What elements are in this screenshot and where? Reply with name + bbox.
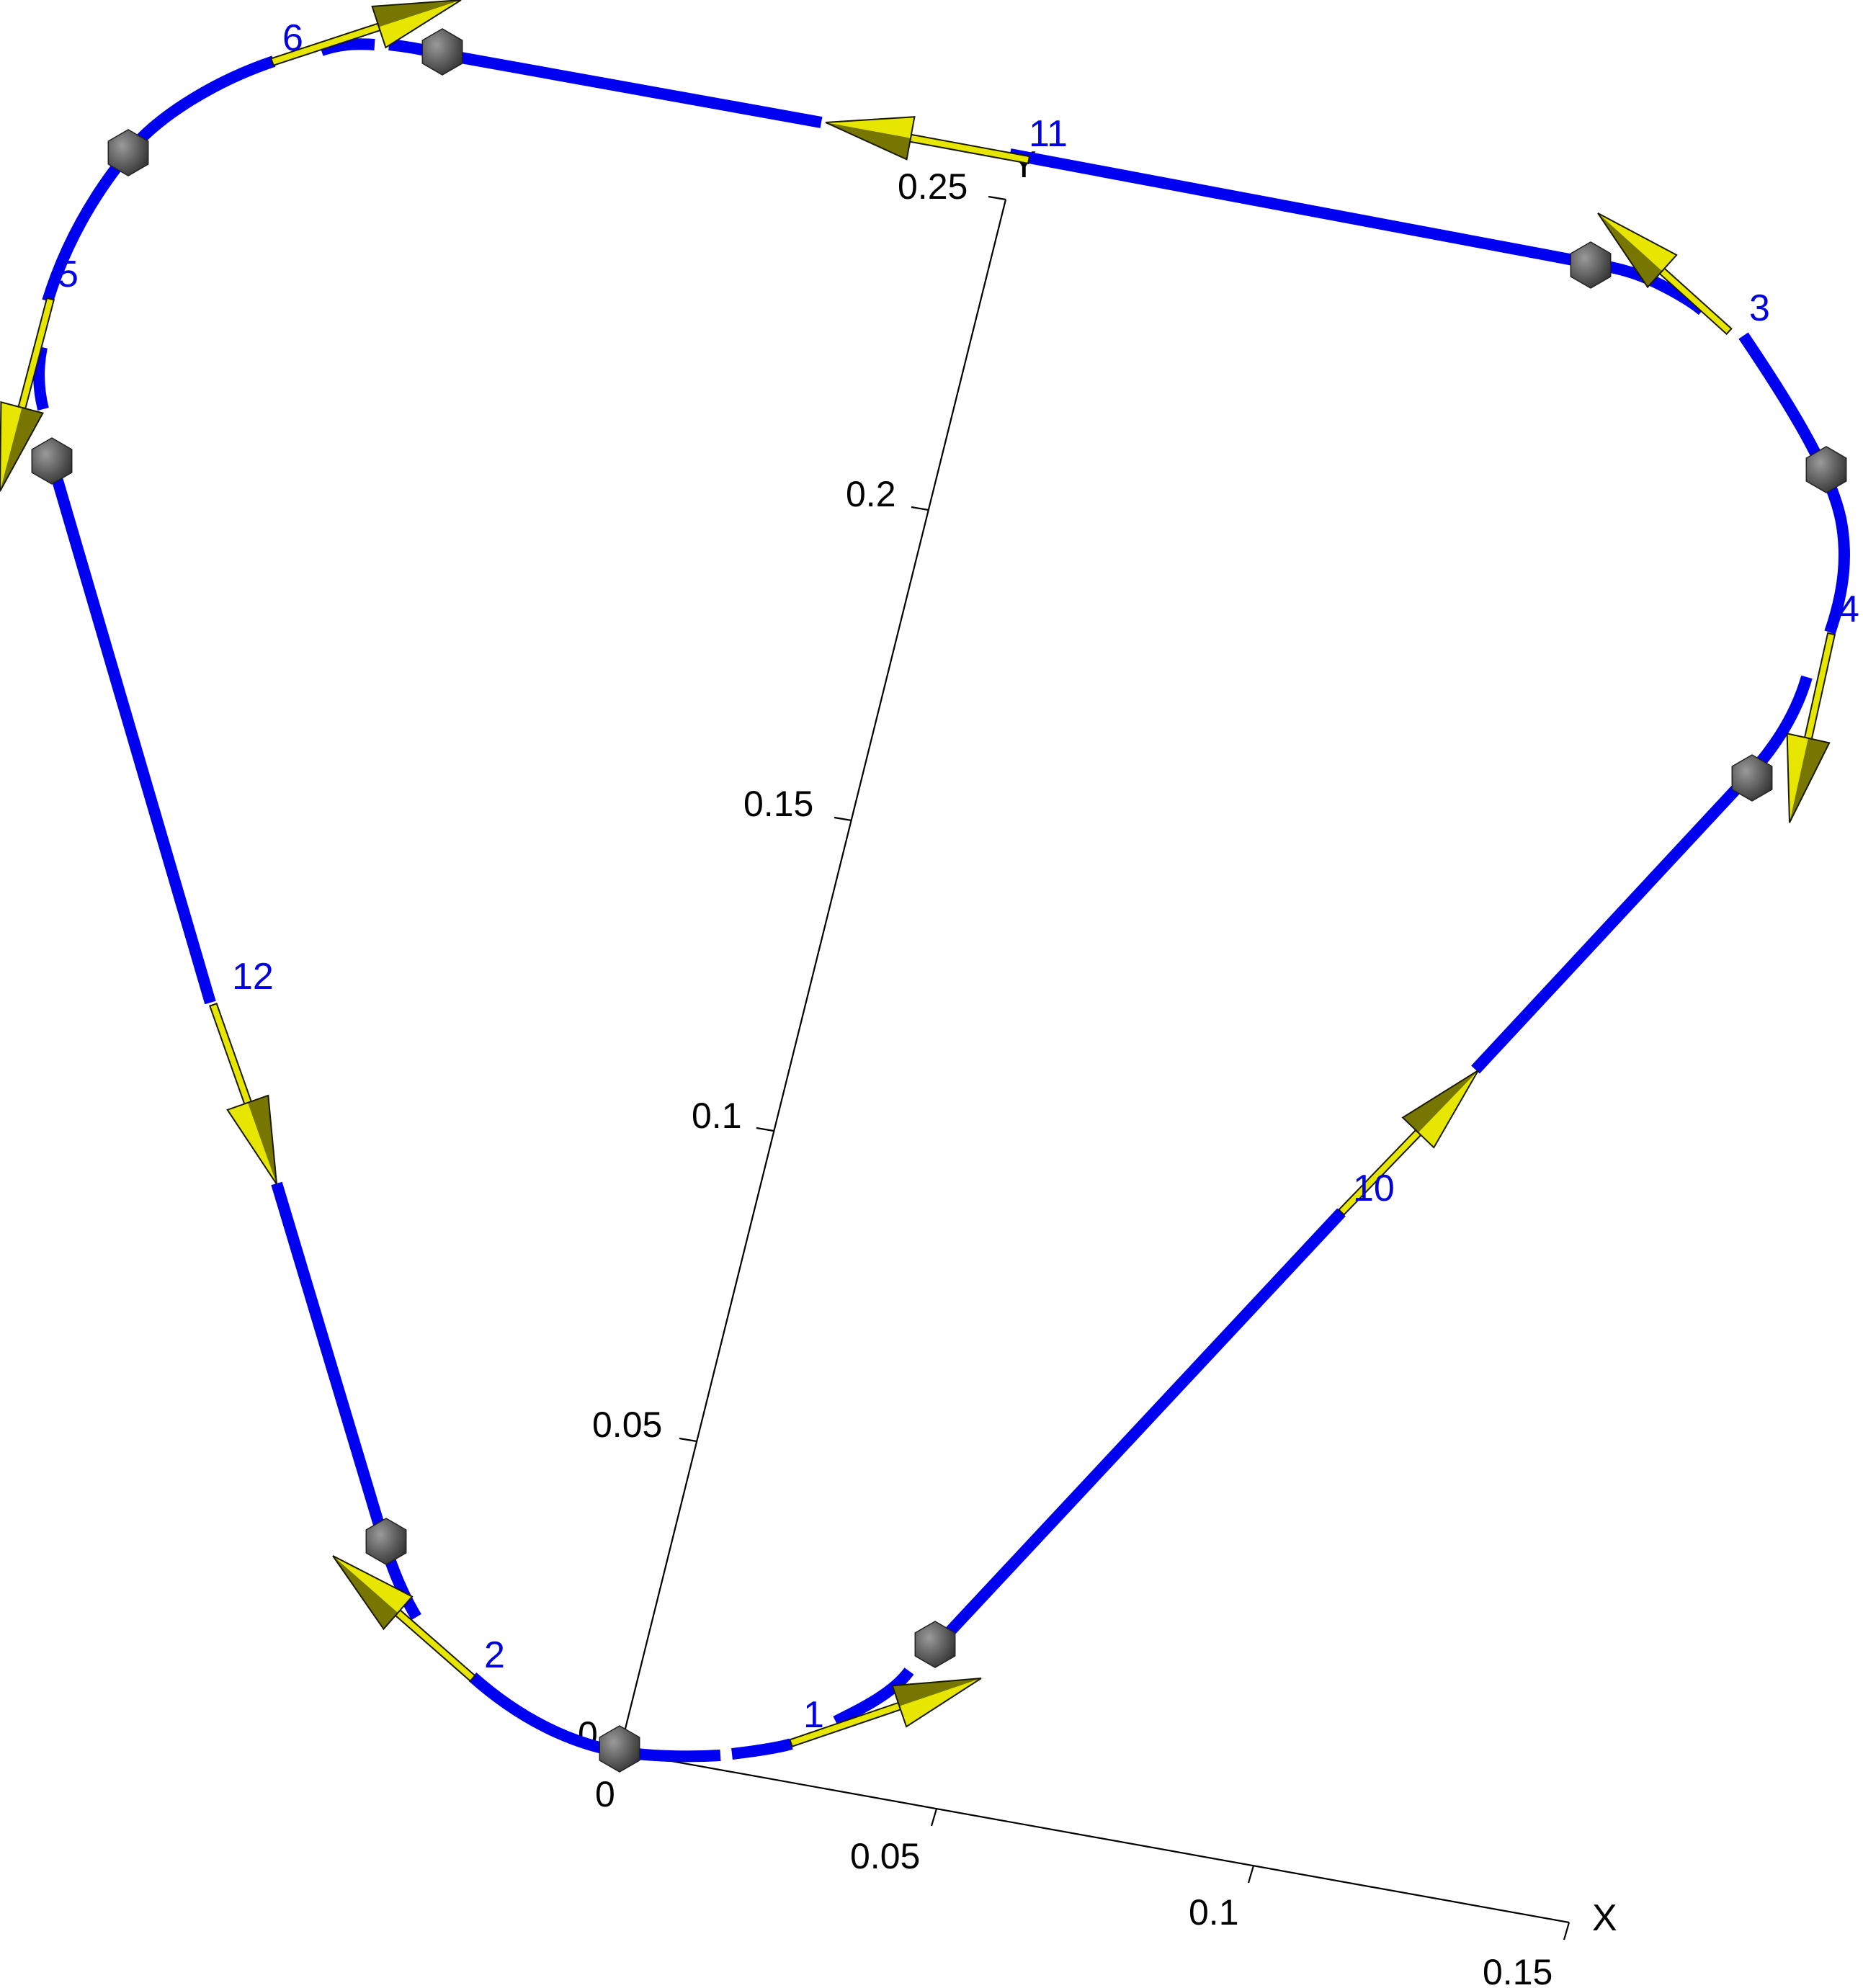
y-tick-mark: [834, 816, 852, 822]
edge-label-1[interactable]: 1: [803, 1694, 824, 1736]
direction-arrow[interactable]: [825, 116, 1031, 165]
x-axis-title: X: [1592, 1897, 1617, 1939]
vertex-point[interactable]: [421, 28, 463, 76]
profile-segment[interactable]: [1738, 332, 1850, 635]
vertex-point[interactable]: [365, 1518, 407, 1565]
arrow-cone-shade: [372, 0, 461, 27]
sketch-vertices: [31, 28, 1847, 1773]
arrow-cone-shade: [892, 1678, 981, 1706]
direction-arrow[interactable]: [1597, 212, 1733, 336]
direction-arrow[interactable]: [1337, 1070, 1479, 1216]
edge-label-3[interactable]: 3: [1749, 287, 1770, 329]
x-axis-line: [619, 1750, 1570, 1924]
direction-arrow[interactable]: [332, 1555, 476, 1683]
profile-segment[interactable]: [123, 55, 276, 157]
arrow-cone-shade: [0, 407, 43, 491]
edge-labels: 1 2 3 4 5 6 10 11 12: [58, 17, 1859, 1736]
direction-arrow[interactable]: [270, 0, 462, 67]
arrow-shaft: [209, 1003, 253, 1105]
arrow-cone-shade: [333, 1556, 398, 1629]
profile-segment[interactable]: [46, 459, 216, 1005]
profile-segment[interactable]: [33, 346, 49, 411]
x-tick-label: 0.05: [850, 1836, 920, 1876]
vertex-point[interactable]: [107, 129, 149, 176]
sketch-profile: [33, 38, 1850, 1763]
y-tick-label: 0.05: [592, 1405, 662, 1445]
vertex-point[interactable]: [31, 437, 73, 485]
y-tick-label: 0.1: [692, 1096, 742, 1136]
profile-segment[interactable]: [833, 1667, 914, 1727]
profile-segment[interactable]: [932, 1208, 1346, 1650]
arrow-cone-shade: [826, 122, 911, 160]
profile-segment[interactable]: [1009, 148, 1590, 269]
arrow-cone-shade: [1790, 738, 1830, 823]
x-tick-label: 0.1: [1189, 1892, 1239, 1933]
direction-arrow[interactable]: [209, 1003, 277, 1185]
arrow-cone-shade: [1403, 1070, 1478, 1133]
y-tick-label: 0.2: [846, 474, 896, 514]
edge-label-2[interactable]: 2: [484, 1634, 505, 1676]
x-tick-mark: [930, 1808, 938, 1827]
edge-label-10[interactable]: 10: [1353, 1168, 1395, 1209]
vertex-point[interactable]: [1731, 754, 1773, 802]
profile-segment[interactable]: [731, 1738, 793, 1760]
direction-arrow[interactable]: [789, 1678, 982, 1748]
edge-label-5[interactable]: 5: [58, 254, 79, 295]
direction-arrows: [0, 0, 1836, 1748]
edge-label-6[interactable]: 6: [282, 17, 303, 59]
arrow-cone-shade: [1598, 213, 1663, 287]
y-tick-mark: [911, 506, 929, 511]
y-tick-mark: [679, 1437, 697, 1443]
edge-label-4[interactable]: 4: [1839, 588, 1859, 630]
y-axis-line: [618, 199, 1007, 1752]
profile-segment[interactable]: [439, 48, 823, 128]
profile-segment[interactable]: [1471, 769, 1755, 1074]
direction-arrow[interactable]: [1786, 632, 1836, 823]
x-tick-mark: [1247, 1865, 1255, 1884]
vertex-point[interactable]: [914, 1621, 956, 1668]
x-tick-label: 0: [595, 1774, 615, 1814]
profile-segment[interactable]: [319, 38, 375, 56]
vertex-point[interactable]: [1570, 241, 1612, 289]
edge-label-12[interactable]: 12: [232, 956, 274, 998]
arrow-cone-shade: [248, 1095, 277, 1184]
axis-triad: 0 0.05 0.1 0.15 X 0 0.05 0.1 0.15 0.2 0.…: [578, 144, 1617, 1988]
y-tick-mark: [988, 195, 1006, 201]
y-tick-mark: [756, 1127, 774, 1132]
edge-label-11[interactable]: 11: [1029, 113, 1068, 155]
y-tick-label: 0.25: [898, 166, 968, 207]
y-tick-label: 0.15: [743, 784, 813, 824]
vertex-point[interactable]: [599, 1725, 640, 1773]
profile-segment[interactable]: [271, 1181, 390, 1544]
vertex-point[interactable]: [1805, 446, 1847, 493]
arrow-shaft: [394, 1608, 476, 1683]
x-tick-mark: [1563, 1922, 1571, 1940]
x-tick-label: 0.15: [1483, 1952, 1552, 1988]
arrow-shaft: [1658, 267, 1733, 336]
direction-arrow[interactable]: [0, 297, 55, 492]
